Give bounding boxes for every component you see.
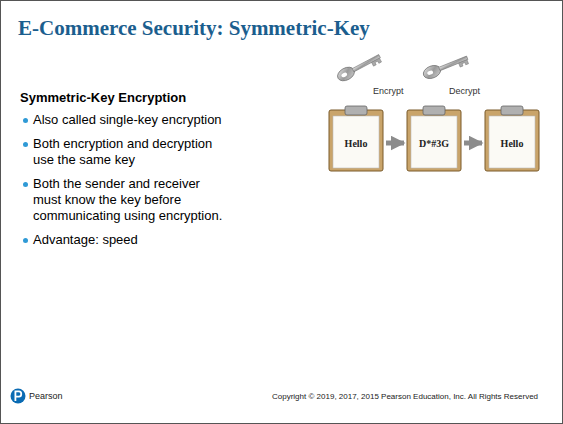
clipboard-node: Hello xyxy=(328,106,384,172)
flow-arrow xyxy=(386,141,404,146)
bullet-text: Both encryption and decryption use the s… xyxy=(33,136,229,168)
bullet-text: Advantage: speed xyxy=(33,232,229,248)
pearson-logo xyxy=(11,389,26,404)
publisher-name: Pearson xyxy=(29,391,63,401)
copyright-note: Copyright © 2019, 2017, 2015 Pearson Edu… xyxy=(272,392,538,401)
decrypt-key xyxy=(421,52,469,81)
key-label: Encrypt xyxy=(373,86,404,96)
bullet-dot xyxy=(23,142,28,147)
section-heading: Symmetric-Key Encryption xyxy=(20,90,186,105)
encrypt-key xyxy=(335,51,382,84)
bullet-dot xyxy=(23,118,28,123)
clipboard-text: Hello xyxy=(501,130,524,149)
bullet-dot xyxy=(23,238,28,243)
bullet-text: Both the sender and receiver must know t… xyxy=(33,176,229,224)
flow-arrow xyxy=(464,141,482,146)
clipboard-node: D*#3G xyxy=(406,106,462,172)
key-label: Decrypt xyxy=(449,86,480,96)
slide-title: E-Commerce Security: Symmetric-Key xyxy=(18,16,370,41)
bullet-text: Also called single-key encryption xyxy=(33,112,229,128)
bullet-dot xyxy=(23,182,28,187)
clipboard-text: Hello xyxy=(345,130,368,149)
clipboard-text: D*#3G xyxy=(419,130,449,149)
clipboard-node: Hello xyxy=(484,106,540,172)
